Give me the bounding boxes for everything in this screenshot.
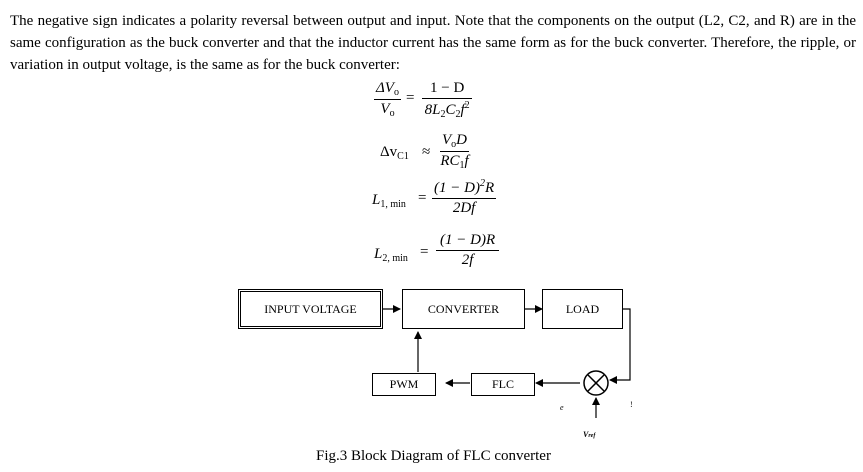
- equation-l2-min: L2, min = (1 − D)R 2f: [374, 232, 514, 278]
- load-block: LOAD: [542, 289, 623, 329]
- pwm-block: PWM: [372, 373, 436, 396]
- wire-load-feedback: [609, 308, 631, 384]
- vref-label: Vref: [583, 430, 596, 439]
- summing-junction: [583, 370, 609, 396]
- equation-capacitor-ripple: ΔvC1 ≈ VoD RC1f: [380, 132, 470, 171]
- error-label: e: [560, 403, 564, 412]
- figure-caption: Fig.3 Block Diagram of FLC converter: [316, 448, 551, 464]
- equation-l1-min: L1, min = (1 − D)2R 2Df: [372, 178, 497, 216]
- input-voltage-block: INPUT VOLTAGE: [238, 289, 383, 329]
- stray-mark: !: [630, 400, 633, 409]
- body-paragraph: The negative sign indicates a polarity r…: [10, 13, 856, 73]
- flc-block: FLC: [471, 373, 535, 396]
- converter-block: CONVERTER: [402, 289, 525, 329]
- equation-output-ripple: ΔVo Vo = 1 − D 8L2C2f2: [370, 80, 510, 124]
